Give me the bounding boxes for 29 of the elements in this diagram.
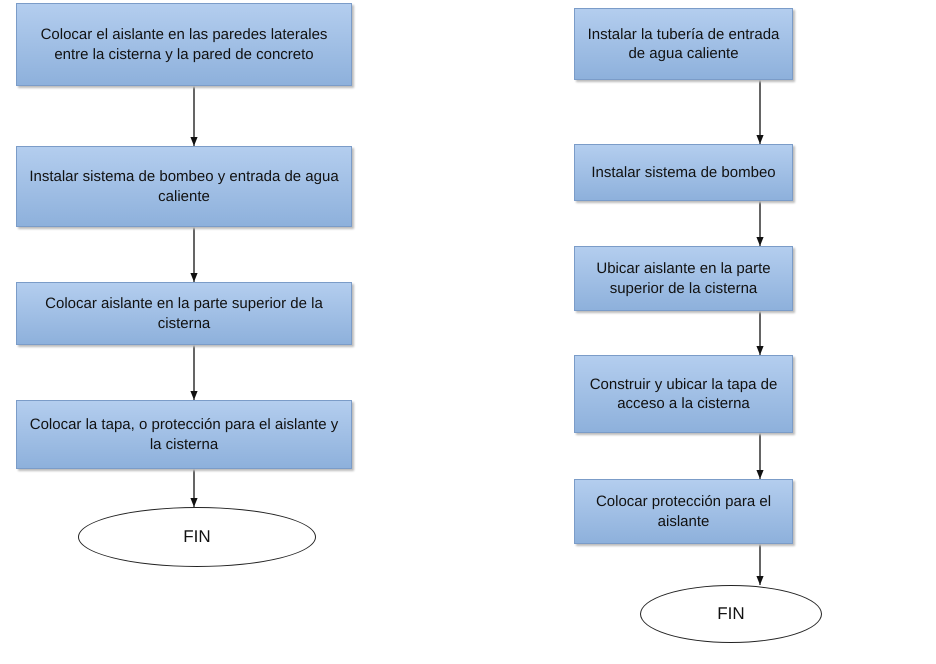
step-text: Colocar el aislante en las paredes laterales entre la cisterna y la pared de concreto [40,25,328,64]
step-text: Ubicar aislante en la parte superior de la cisterna [595,259,772,298]
process-box [574,144,793,201]
step-text: Colocar protección para el aislante [594,492,772,531]
step-text: Colocar aislante en la parte superior de la cisterna [44,294,324,333]
arrow [756,201,764,246]
arrow [756,80,764,144]
step-text: FIN [183,526,211,548]
arrow [190,227,198,282]
process-box [574,8,793,80]
step-text: Colocar la tapa, o protección para el aislante y la cisterna [28,415,340,454]
step-text: Instalar la tubería de entrada de agua caliente [586,24,780,64]
step-text: Construir y ubicar la tapa de acceso a la cisterna [588,374,778,414]
step-text: Instalar sistema de bombeo y entrada de agua caliente [28,167,340,206]
process-box [574,355,793,433]
arrow [756,311,764,355]
process-box [16,282,352,345]
process-box [574,246,793,311]
arrow [756,544,764,585]
process-box [574,479,793,544]
process-box [16,3,352,86]
process-box [16,400,352,469]
arrow [190,86,198,146]
step-text: Instalar sistema de bombeo [591,162,776,182]
arrow [190,345,198,400]
arrow [190,469,198,507]
arrow [756,433,764,479]
step-text: FIN [717,602,745,625]
process-box [16,146,352,227]
